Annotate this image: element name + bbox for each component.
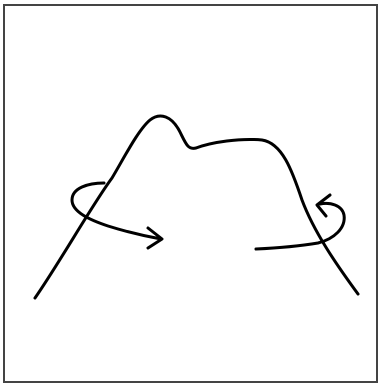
curve-line — [35, 116, 358, 298]
right-arrowhead-icon — [317, 195, 330, 216]
right-rotation-arrow — [256, 203, 344, 249]
left-rotation-arrow — [72, 183, 161, 239]
